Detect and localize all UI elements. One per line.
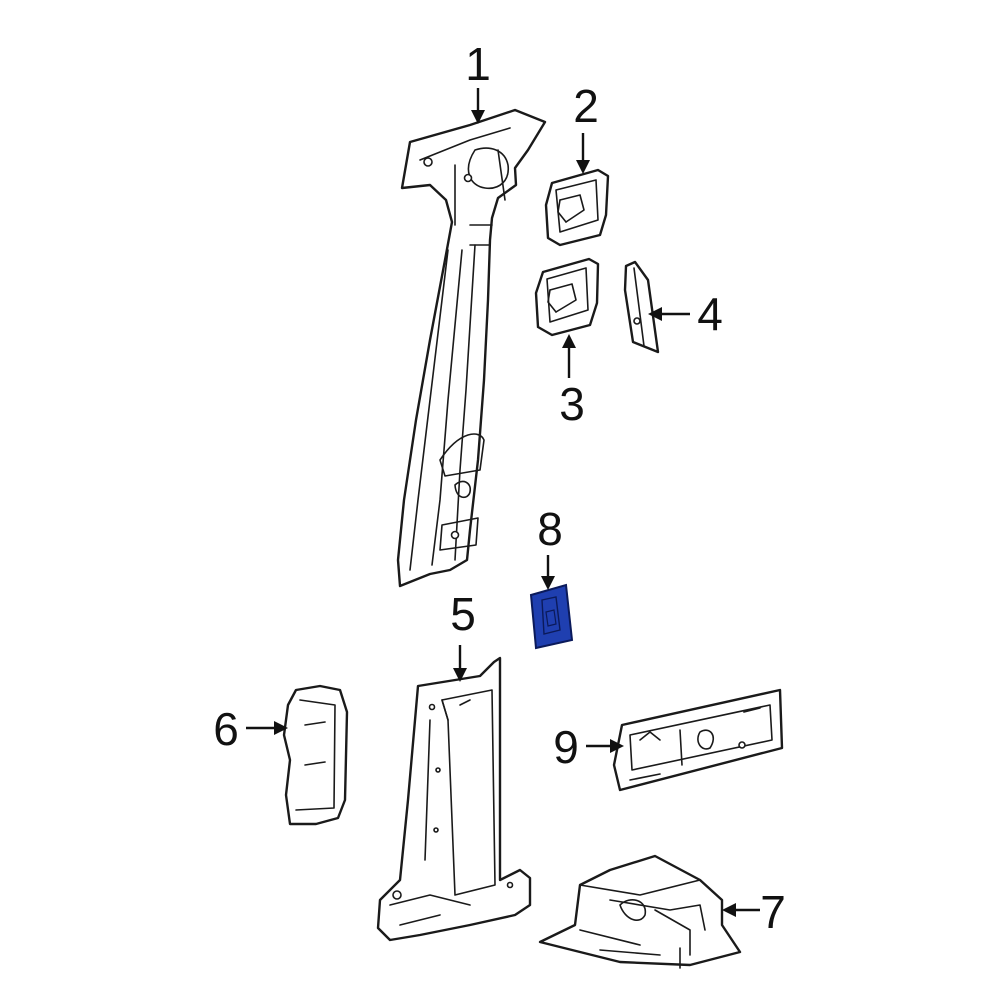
part-8-plate-highlighted[interactable] bbox=[529, 583, 574, 650]
part-6-side-panel[interactable] bbox=[282, 684, 349, 826]
arrow-9 bbox=[586, 739, 624, 753]
callout-6[interactable]: 6 bbox=[213, 703, 239, 755]
callout-9[interactable]: 9 bbox=[553, 721, 579, 773]
arrow-2 bbox=[576, 133, 590, 174]
arrow-1 bbox=[471, 88, 485, 124]
arrow-4 bbox=[648, 307, 690, 321]
part-7-floor-bracket[interactable] bbox=[538, 854, 742, 969]
part-5-lower-pillar[interactable] bbox=[376, 656, 532, 942]
part-9-rail[interactable] bbox=[612, 688, 784, 792]
callout-5[interactable]: 5 bbox=[450, 588, 476, 640]
callout-8[interactable]: 8 bbox=[537, 503, 563, 555]
callout-3[interactable]: 3 bbox=[559, 378, 585, 430]
callout-1[interactable]: 1 bbox=[465, 38, 491, 90]
part-1-pillar-inner[interactable] bbox=[396, 108, 547, 588]
part-4-reinforcement[interactable] bbox=[623, 260, 660, 354]
part-2-bracket[interactable] bbox=[544, 168, 610, 247]
callout-7[interactable]: 7 bbox=[760, 886, 786, 938]
arrow-6 bbox=[246, 721, 288, 735]
callout-4[interactable]: 4 bbox=[697, 288, 723, 340]
part-3-bracket[interactable] bbox=[534, 257, 600, 337]
callout-2[interactable]: 2 bbox=[573, 80, 599, 132]
arrow-3 bbox=[562, 334, 576, 378]
arrow-5 bbox=[453, 645, 467, 682]
arrow-7 bbox=[722, 903, 760, 917]
arrow-8 bbox=[541, 555, 555, 590]
